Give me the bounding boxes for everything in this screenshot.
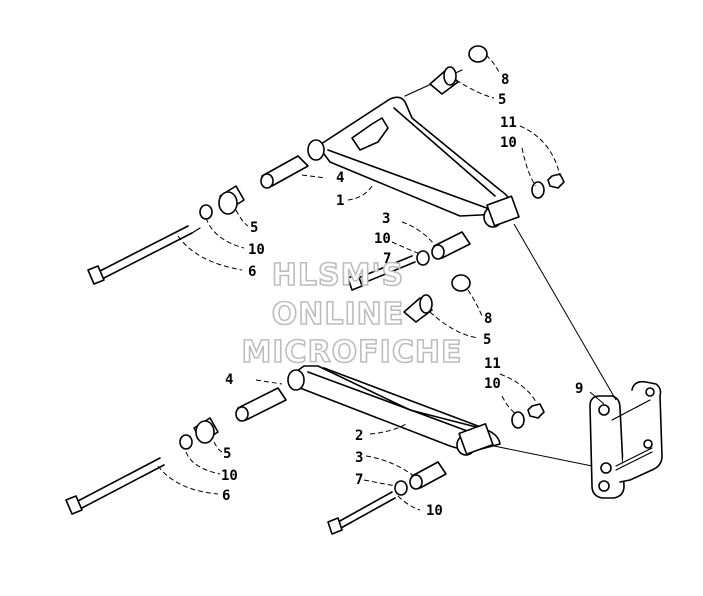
- callout-upper-10-mid: 10: [374, 231, 391, 247]
- mounting-bracket-9: [589, 380, 663, 499]
- upper-washer-10-left: [199, 204, 213, 220]
- upper-a-arm: [307, 96, 520, 228]
- upper-bushing-3: [431, 231, 471, 260]
- upper-nut-11: [547, 173, 565, 189]
- lower-nut-11: [527, 403, 545, 419]
- lower-washer-10-left: [179, 434, 193, 450]
- callout-lower-3: 3: [355, 450, 363, 466]
- callout-labels: 8 5 11 10 4 1 3 10 7 5 10 6 8 5 11 10 9 …: [221, 72, 583, 519]
- callout-lower-4: 4: [225, 372, 233, 388]
- callout-lower-8: 8: [484, 311, 492, 327]
- lower-bushing-3: [409, 461, 447, 490]
- lower-washer-8: [451, 274, 471, 292]
- lower-bushing-4: [235, 387, 287, 422]
- callout-lower-5-left: 5: [223, 446, 231, 462]
- callout-upper-11: 11: [500, 115, 517, 131]
- lower-flanged-bushing-top: [403, 294, 433, 323]
- callout-lower-6: 6: [222, 488, 230, 504]
- callout-upper-5-top: 5: [498, 92, 506, 108]
- lower-washer-10-right: [511, 411, 525, 429]
- lower-washer-10-bottom: [394, 480, 408, 496]
- upper-flanged-bushing-top: [429, 66, 459, 95]
- lower-bolt-6: [65, 457, 165, 515]
- callout-upper-8: 8: [501, 72, 509, 88]
- watermark-line-3: MICROFICHE: [242, 335, 463, 370]
- callout-upper-10-left: 10: [248, 242, 265, 258]
- upper-bolt-7: [347, 255, 416, 291]
- callout-lower-10-left: 10: [221, 468, 238, 484]
- callout-lower-2: 2: [355, 428, 363, 444]
- callout-upper-10-right: 10: [500, 135, 517, 151]
- lower-bolt-7: [327, 491, 396, 535]
- callout-lower-11: 11: [484, 356, 501, 372]
- callout-lower-10-right: 10: [484, 376, 501, 392]
- watermark-line-2: ONLINE: [272, 297, 405, 332]
- callout-upper-6: 6: [248, 264, 256, 280]
- watermark-line-1: HLSM'S: [272, 258, 404, 293]
- watermark: HLSM'S ONLINE MICROFICHE: [241, 257, 463, 371]
- upper-washer-10-mid: [416, 250, 430, 266]
- upper-bushing-4: [260, 155, 309, 189]
- lower-flanged-bushing-left: [193, 417, 219, 444]
- lower-a-arm-assembly: [65, 274, 545, 535]
- upper-flanged-bushing-left: [218, 185, 245, 215]
- upper-a-arm-assembly: [87, 45, 565, 291]
- upper-washer-10-right: [531, 181, 545, 199]
- callout-upper-4: 4: [336, 170, 344, 186]
- callout-upper-1: 1: [336, 193, 344, 209]
- callout-lower-5-top: 5: [483, 332, 491, 348]
- callout-lower-9: 9: [575, 381, 583, 397]
- callout-lower-10-bottom: 10: [426, 503, 443, 519]
- upper-bolt-6: [87, 225, 201, 285]
- lower-a-arm: [287, 365, 501, 456]
- callout-upper-3: 3: [382, 211, 390, 227]
- upper-washer-8: [468, 45, 488, 63]
- leader-lines: [157, 54, 605, 511]
- callout-upper-5-left: 5: [250, 220, 258, 236]
- callout-lower-7: 7: [355, 472, 363, 488]
- callout-upper-7: 7: [383, 251, 391, 267]
